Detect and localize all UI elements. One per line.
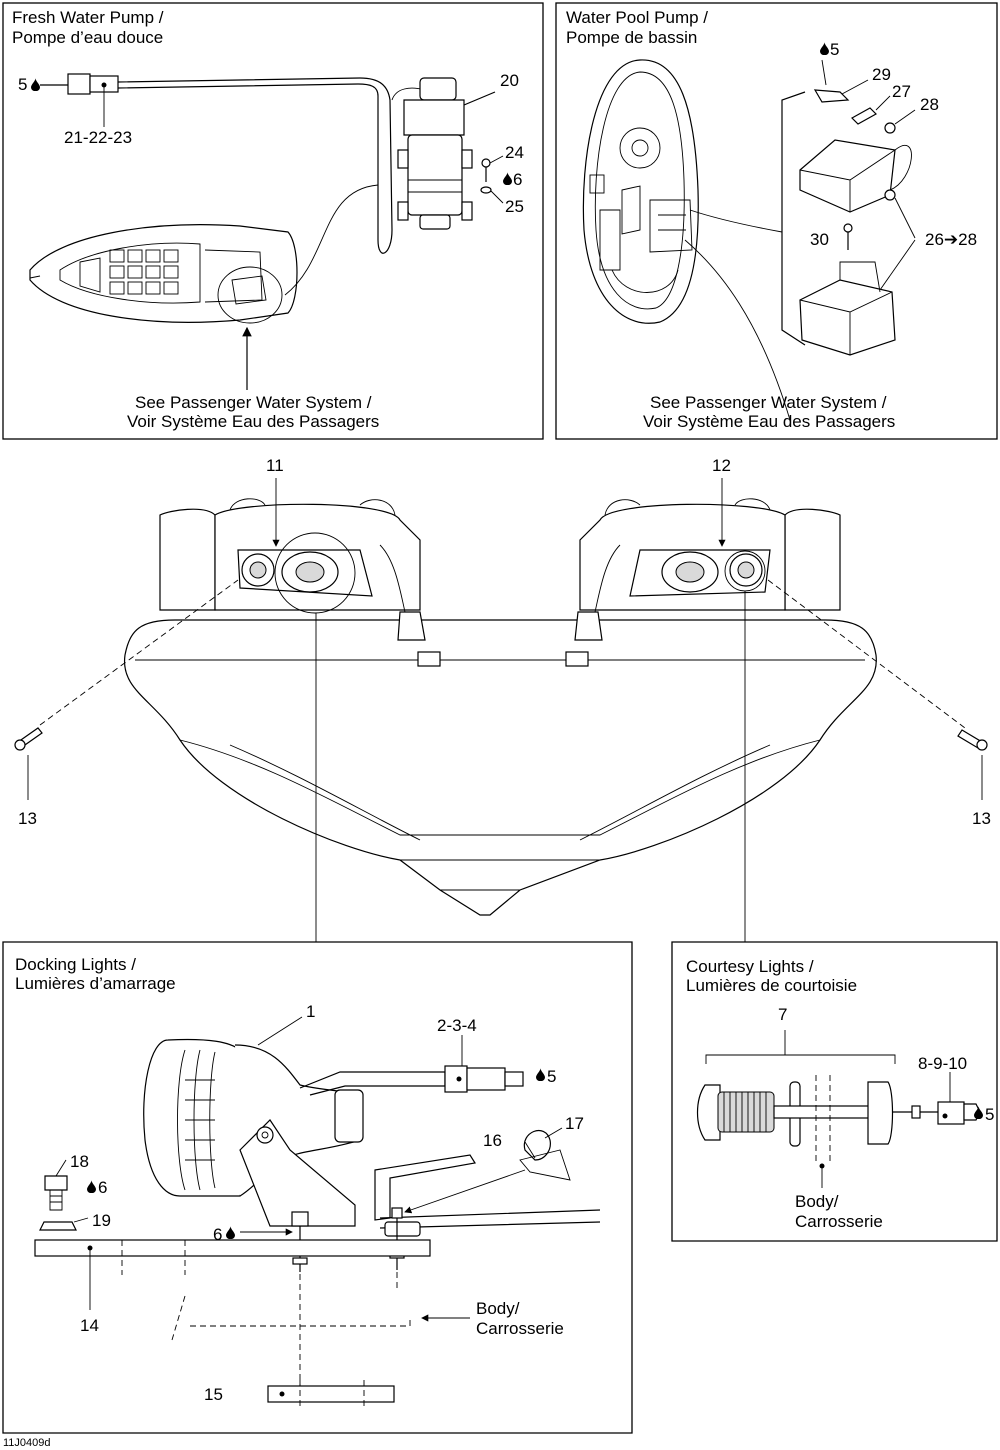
oil-drop-icon [536, 1068, 545, 1081]
pool-see-line2: Voir Système Eau des Passagers [643, 412, 895, 431]
water-pool-pump-frame [555, 2, 998, 440]
callout-6: 6 [513, 170, 522, 189]
fresh-water-pump-panel: Fresh Water Pump / Pompe d’eau douce 5 2… [2, 2, 544, 440]
docking-body-line1: Body/ [476, 1299, 520, 1318]
oil-drop-icon [820, 42, 829, 55]
callout-30: 30 [810, 230, 829, 249]
callout-13-right: 13 [972, 809, 991, 828]
callout-6b: 6 [98, 1178, 107, 1197]
callout-28: 28 [920, 95, 939, 114]
callout-17: 17 [565, 1114, 584, 1133]
water-pool-pump-title-en: Water Pool Pump / [566, 8, 708, 27]
docking-lamp [143, 1038, 364, 1227]
callout-13-left: 13 [18, 809, 37, 828]
callout-12: 12 [712, 456, 731, 475]
oil-drop-icon [503, 172, 512, 185]
callout-1: 1 [306, 1002, 315, 1021]
fresh-water-pump-title-fr: Pompe d’eau douce [12, 28, 163, 47]
callout-20: 20 [500, 71, 519, 90]
fresh-water-pump-title-en: Fresh Water Pump / [12, 8, 164, 27]
callout-24: 24 [505, 143, 524, 162]
backing-plate [267, 1385, 395, 1403]
water-pool-pump-title-fr: Pompe de bassin [566, 28, 697, 47]
callout-8-9-10: 8-9-10 [918, 1054, 967, 1073]
pump-body [407, 134, 463, 216]
control-box [799, 139, 912, 213]
screw-right [957, 729, 988, 751]
callout-5c: 5 [547, 1067, 556, 1086]
courtesy-lights-panel: Courtesy Lights / Lumières de courtoisie… [671, 941, 998, 1242]
callout-25: 25 [505, 197, 524, 216]
watercraft-top-view [29, 224, 298, 324]
courtesy-lights-frame [671, 941, 998, 1242]
callout-18: 18 [70, 1152, 89, 1171]
fresh-water-pump-frame [2, 2, 544, 440]
fresh-see-line1: See Passenger Water System / [135, 393, 372, 412]
callout-5b: 5 [830, 40, 839, 59]
callout-5: 5 [18, 75, 27, 94]
bolt-18 [44, 1175, 68, 1211]
callout-6c: 6 [213, 1225, 222, 1244]
callout-14: 14 [80, 1316, 99, 1335]
courtesy-body-line2: Carrosserie [795, 1212, 883, 1231]
callout-15: 15 [204, 1385, 223, 1404]
oil-drop-icon [31, 78, 40, 91]
connector-housing [67, 73, 91, 95]
courtesy-lamp [696, 1081, 938, 1147]
callout-2-3-4: 2-3-4 [437, 1016, 477, 1035]
water-pool-pump-panel: Water Pool Pump / Pompe de bassin 5 29 2… [555, 2, 998, 440]
mounting-box [799, 261, 896, 356]
callout-5d: 5 [985, 1105, 994, 1124]
callout-21-22-23: 21-22-23 [64, 128, 132, 147]
watercraft-deck-view [582, 59, 699, 324]
drawing-code: 11J0409d [3, 1437, 51, 1449]
connector-8-9-10 [937, 1101, 965, 1125]
connector-2-3-4 [444, 1065, 468, 1093]
callout-16: 16 [483, 1131, 502, 1150]
docking-body-line2: Carrosserie [476, 1319, 564, 1338]
oil-drop-icon [87, 1180, 96, 1193]
callout-11: 11 [266, 456, 284, 475]
docking-lights-frame [2, 941, 633, 1434]
fresh-see-line2: Voir Système Eau des Passagers [127, 412, 379, 431]
callout-26-28: 26➔28 [925, 230, 977, 249]
bolt-right [389, 1207, 405, 1270]
callout-29: 29 [872, 65, 891, 84]
callout-7: 7 [778, 1005, 787, 1024]
callout-27: 27 [892, 82, 911, 101]
docking-lights-title-en: Docking Lights / [15, 955, 136, 974]
courtesy-lights-title-fr: Lumières de courtoisie [686, 976, 857, 995]
callout-19: 19 [92, 1211, 111, 1230]
docking-lights-title-fr: Lumières d’amarrage [15, 974, 176, 993]
courtesy-lights-title-en: Courtesy Lights / [686, 957, 814, 976]
courtesy-body-line1: Body/ [795, 1192, 839, 1211]
screw-left [14, 727, 43, 751]
watercraft-rear-view [123, 498, 877, 916]
base-plate [34, 1239, 431, 1257]
pump-motor-cap [419, 77, 457, 101]
oil-drop-icon [226, 1226, 235, 1239]
pool-see-line1: See Passenger Water System / [650, 393, 887, 412]
docking-lights-panel: Docking Lights / Lumières d’amarrage 1 2… [2, 941, 633, 1434]
